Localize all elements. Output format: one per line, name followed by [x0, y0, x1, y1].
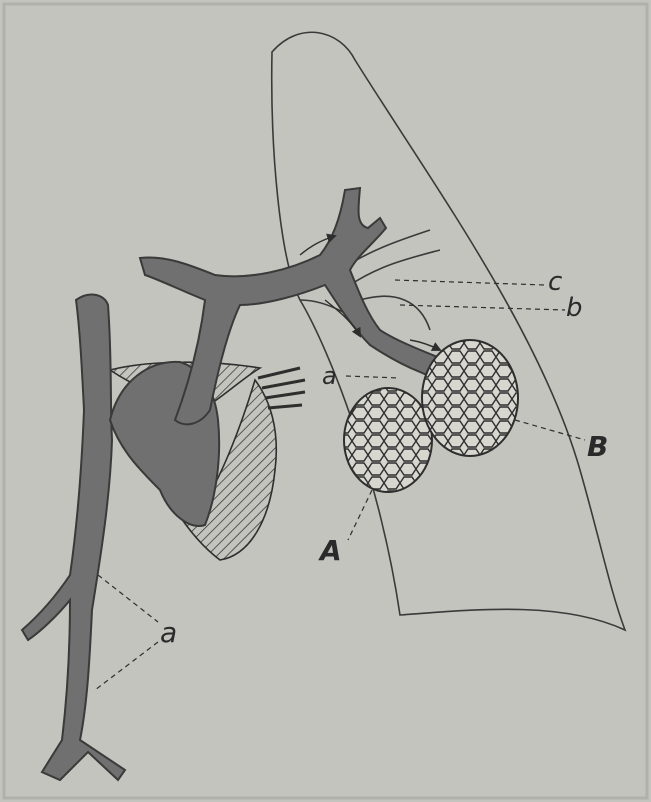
leader-a-upper: [346, 376, 400, 378]
leader-b: [400, 305, 565, 310]
label-c: c: [548, 267, 562, 297]
label-a-upper: a: [322, 362, 337, 390]
leader-B: [515, 420, 585, 440]
alveolus-B: [422, 340, 518, 456]
leader-c: [395, 280, 545, 285]
label-B: B: [587, 430, 608, 463]
alveolus-A: [344, 388, 432, 492]
label-b: b: [566, 293, 583, 323]
leader-a-lower-bottom: [95, 642, 158, 690]
label-a-lower: a: [160, 616, 177, 649]
leader-a-lower-top: [98, 575, 158, 622]
label-A: A: [318, 534, 342, 567]
vena-cava[interactable]: [22, 295, 125, 780]
leader-A: [348, 490, 372, 540]
